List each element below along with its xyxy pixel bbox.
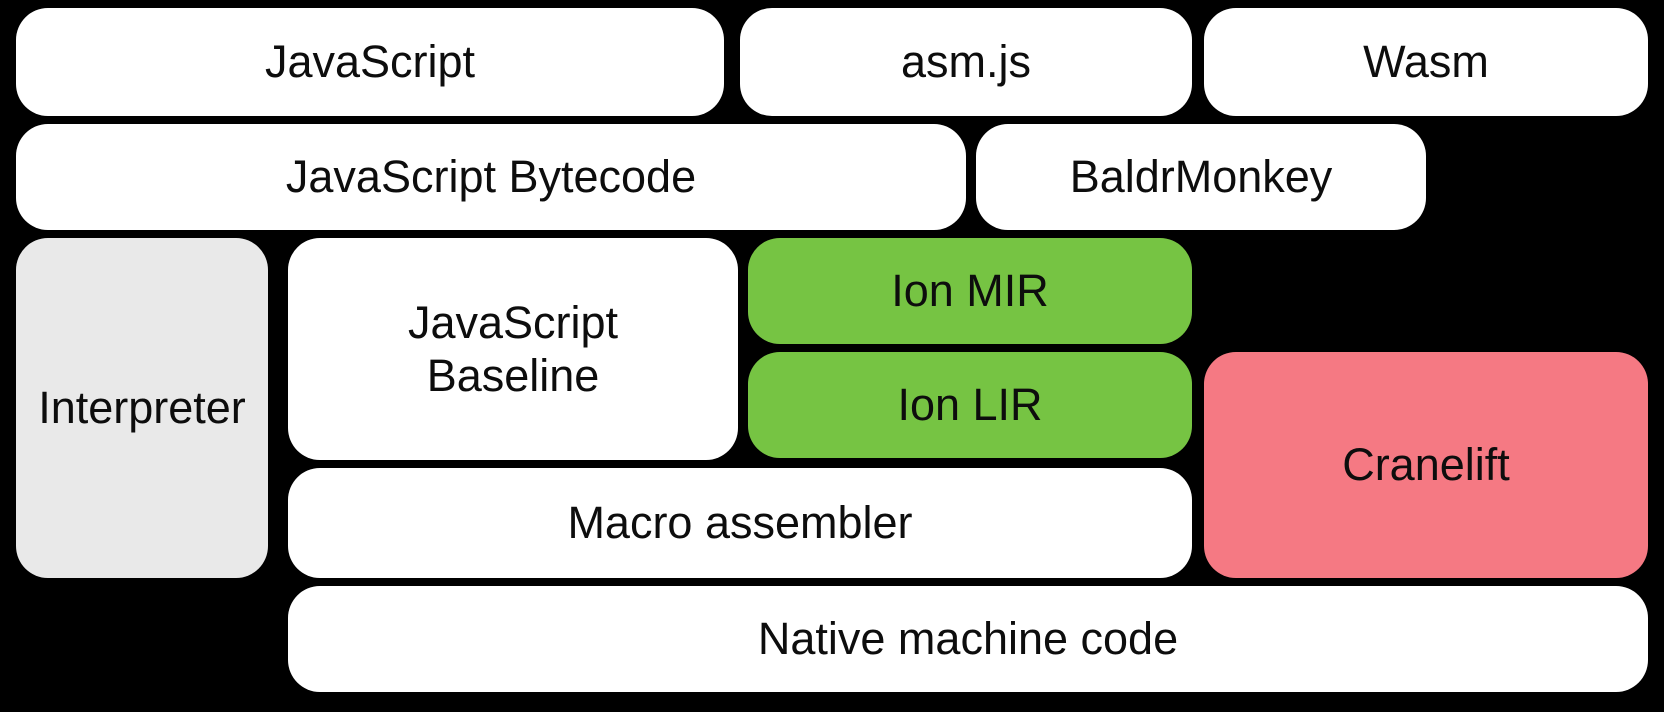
box-label-cranelift: Cranelift — [1342, 439, 1510, 491]
box-ion-lir: Ion LIR — [748, 352, 1192, 458]
box-macro-assembler: Macro assembler — [288, 468, 1192, 578]
box-wasm: Wasm — [1204, 8, 1648, 116]
box-label-macro-assembler: Macro assembler — [567, 497, 913, 549]
box-label-javascript: JavaScript — [264, 36, 476, 88]
box-cranelift: Cranelift — [1204, 352, 1648, 578]
box-ion-mir: Ion MIR — [748, 238, 1192, 344]
box-label-native-machine-code: Native machine code — [757, 613, 1179, 665]
box-label-ion-mir: Ion MIR — [891, 265, 1049, 317]
box-label-wasm: Wasm — [1363, 36, 1489, 88]
box-asmjs: asm.js — [740, 8, 1192, 116]
box-label-asmjs: asm.js — [900, 36, 1031, 88]
box-label-javascript-bytecode: JavaScript Bytecode — [285, 151, 697, 203]
box-label-ion-lir: Ion LIR — [897, 379, 1043, 431]
box-interpreter: Interpreter — [16, 238, 268, 578]
box-native-machine-code: Native machine code — [288, 586, 1648, 692]
box-javascript-bytecode: JavaScript Bytecode — [16, 124, 966, 230]
box-label-javascript-baseline: JavaScript Baseline — [407, 296, 619, 401]
box-label-baldrmonkey: BaldrMonkey — [1069, 151, 1333, 203]
box-javascript-baseline: JavaScript Baseline — [288, 238, 738, 460]
box-baldrmonkey: BaldrMonkey — [976, 124, 1426, 230]
box-javascript: JavaScript — [16, 8, 724, 116]
box-label-interpreter: Interpreter — [38, 382, 246, 434]
